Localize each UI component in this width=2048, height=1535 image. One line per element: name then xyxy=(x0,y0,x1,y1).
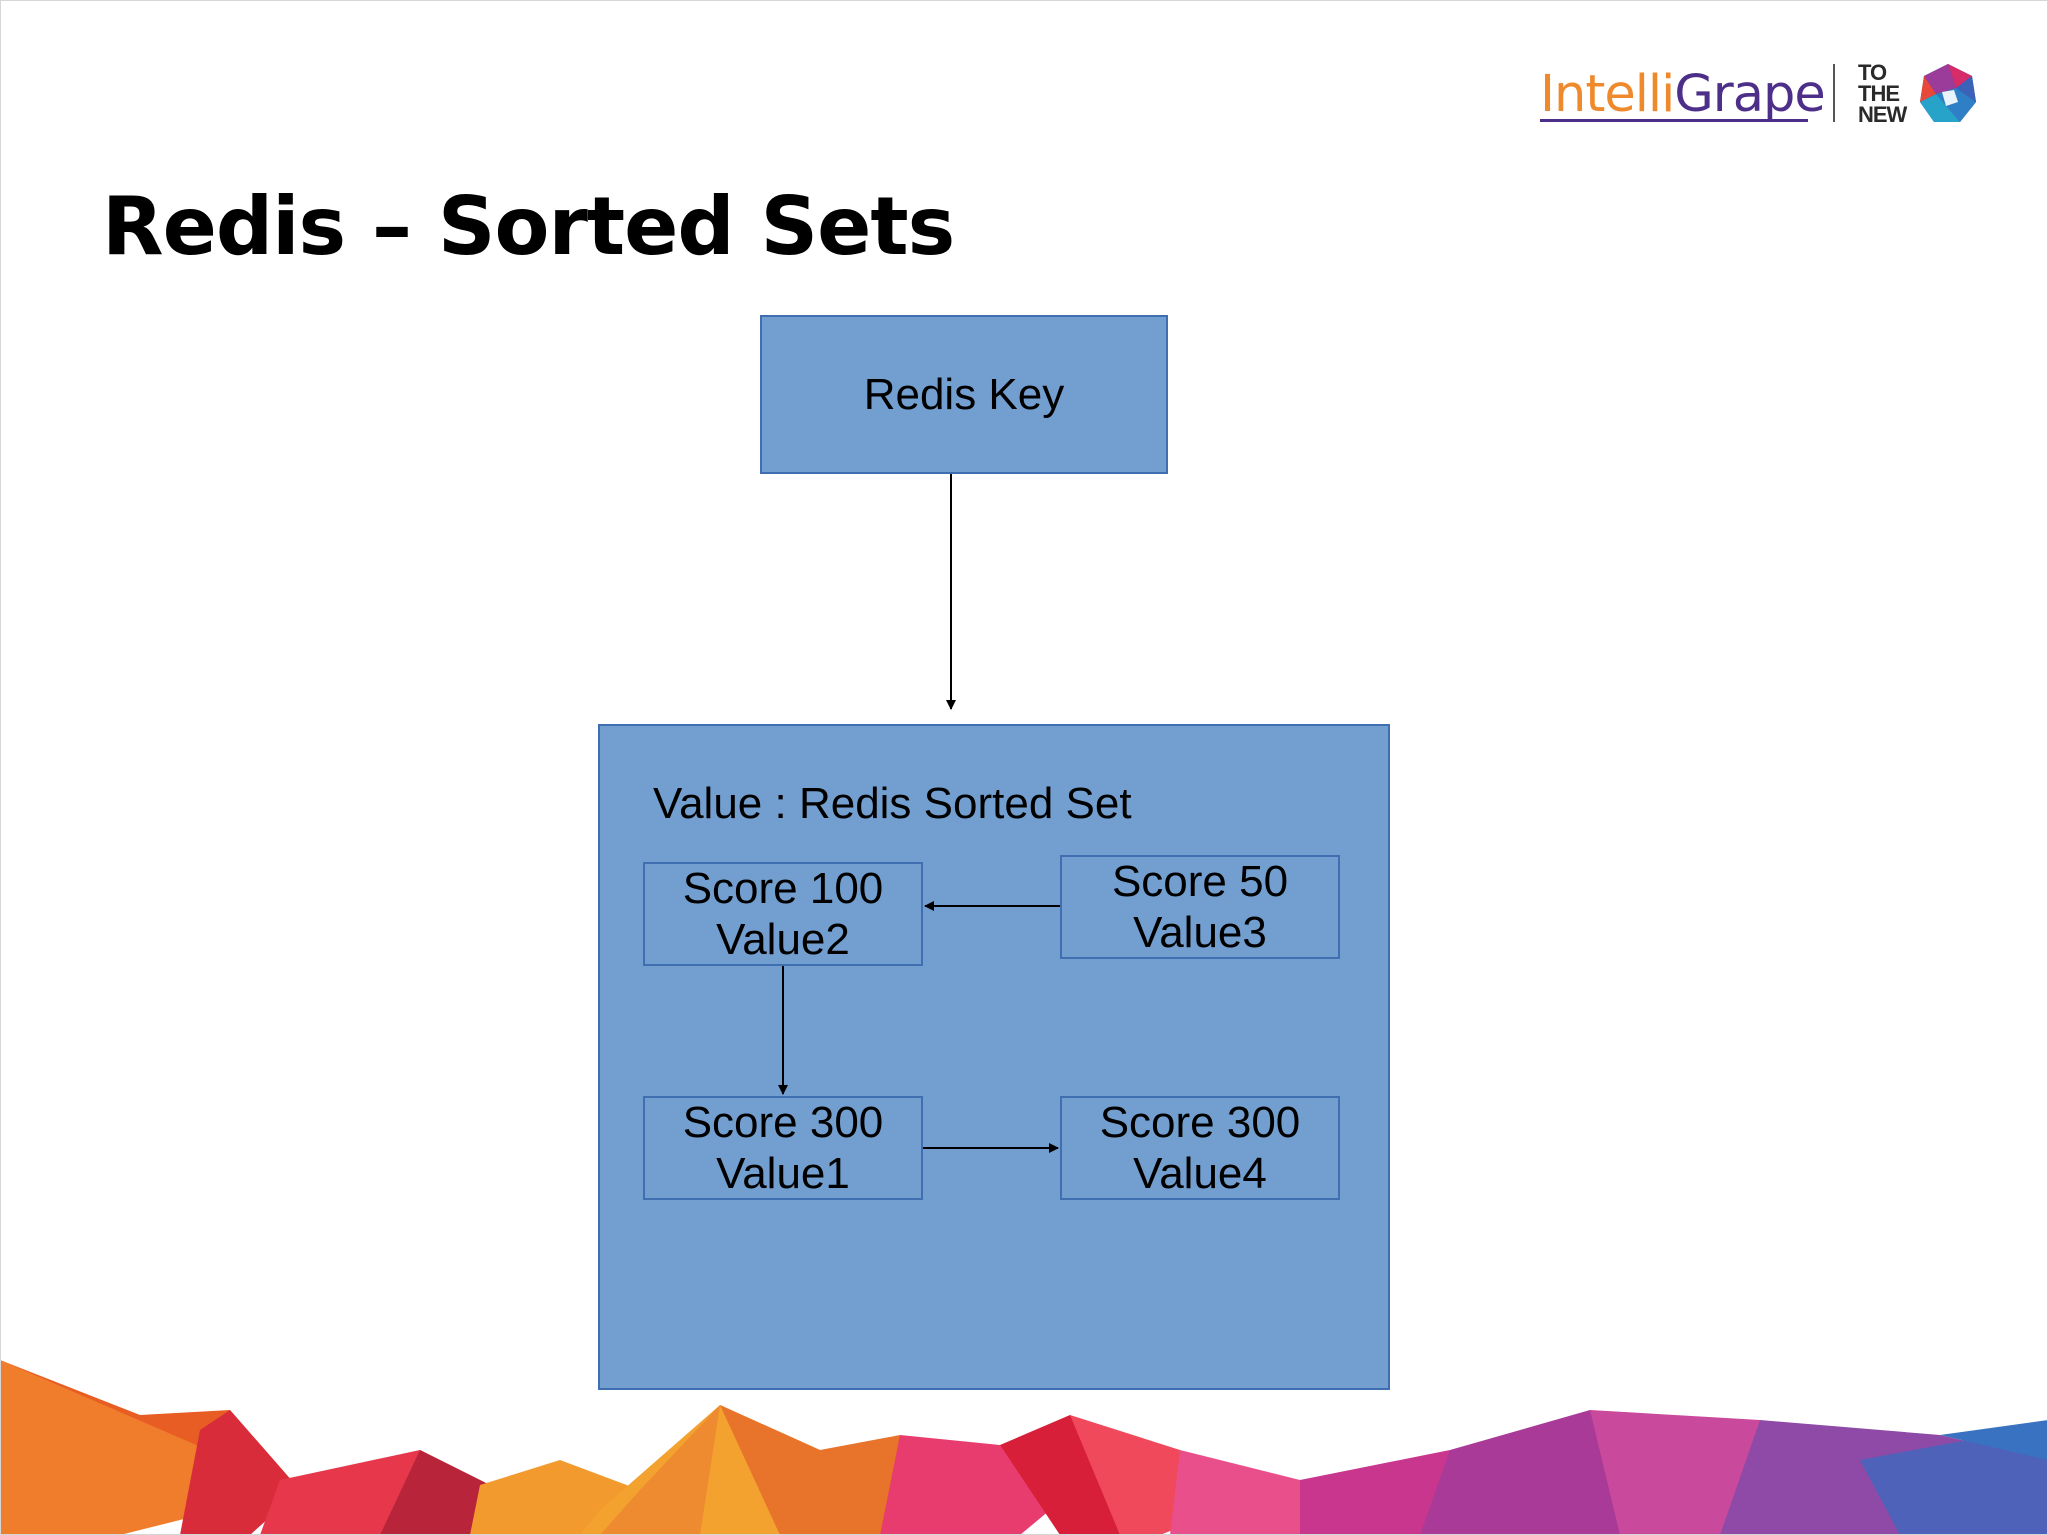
decorative-footer-mountains xyxy=(0,1360,2048,1535)
node-value: Value3 xyxy=(1133,908,1267,957)
logo-ttn-line2: THE xyxy=(1858,81,1900,106)
redis-key-box: Redis Key xyxy=(760,315,1168,474)
logo-ttn-line1: TO xyxy=(1858,60,1887,85)
slide-title: Redis – Sorted Sets xyxy=(102,180,955,273)
node-score: Score 100 xyxy=(682,864,884,913)
sorted-set-value-label: Value : Redis Sorted Set xyxy=(653,779,1132,828)
logo-intelli-text: Intelli xyxy=(1540,65,1675,124)
logo-ttn-line3: NEW xyxy=(1858,102,1907,127)
node-value: Value4 xyxy=(1133,1149,1267,1198)
node-score: Score 300 xyxy=(682,1098,884,1147)
logo-grape-text: Grape xyxy=(1674,65,1825,124)
logo-to-the-new: TO THE NEW xyxy=(1858,60,1922,127)
node-score: Score 300 xyxy=(1099,1098,1301,1147)
logo-wordmark: IntelliGrape xyxy=(1540,62,1826,128)
node-value1: Score 300 Value1 xyxy=(643,1096,923,1200)
node-value2: Score 100 Value2 xyxy=(643,862,923,966)
node-value4: Score 300 Value4 xyxy=(1060,1096,1340,1200)
node-value3: Score 50 Value3 xyxy=(1060,855,1340,959)
sorted-set-value-box xyxy=(598,724,1390,1390)
logo-divider xyxy=(1833,64,1835,122)
node-value: Value1 xyxy=(716,1149,850,1198)
redis-key-label: Redis Key xyxy=(863,369,1065,419)
node-value: Value2 xyxy=(716,915,850,964)
company-logo: IntelliGrape TO THE NEW xyxy=(1535,58,1985,138)
gem-logo-icon xyxy=(1920,64,1976,122)
logo-underline xyxy=(1540,119,1808,122)
node-score: Score 50 xyxy=(1111,857,1289,906)
